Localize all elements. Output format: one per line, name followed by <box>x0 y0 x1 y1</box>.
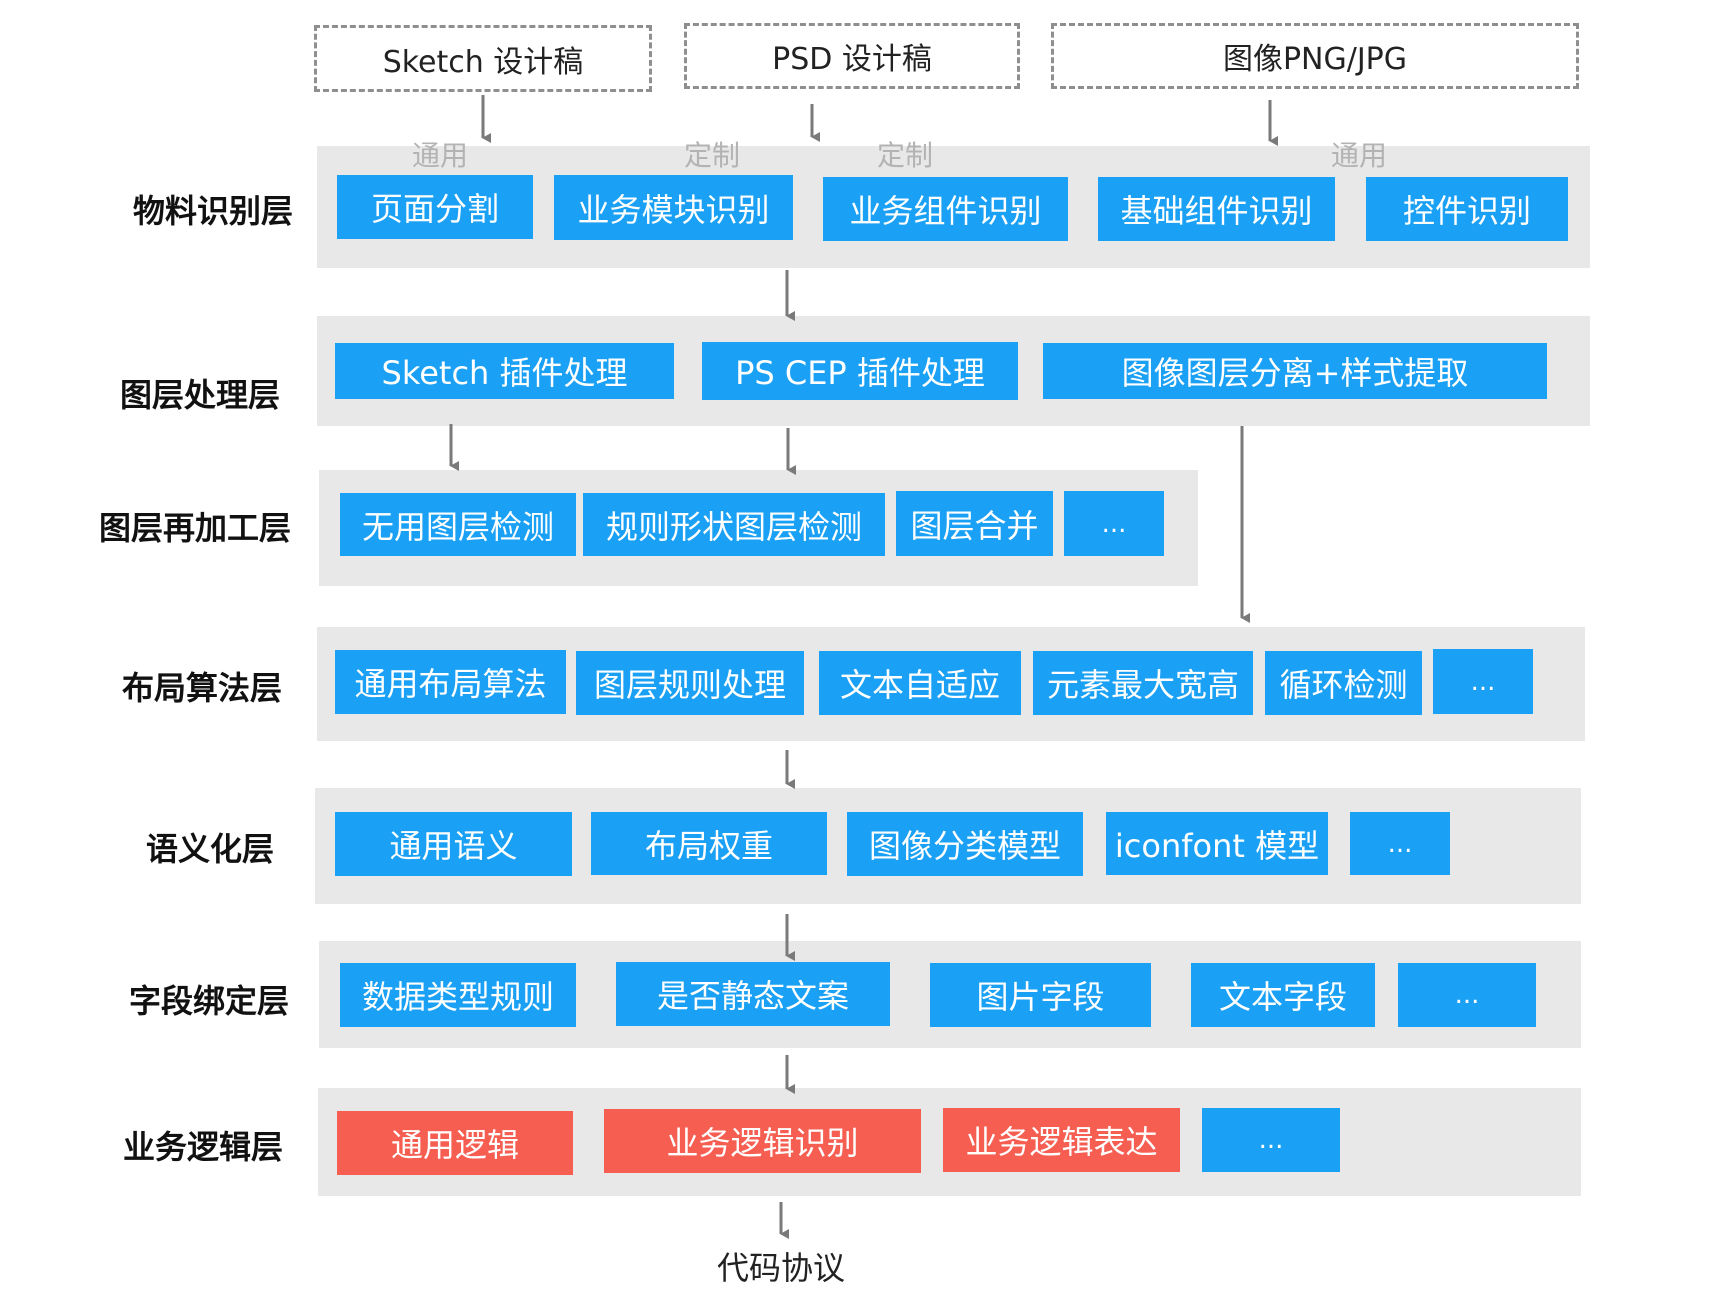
box-business-component-recognition: 业务组件识别 <box>823 177 1068 241</box>
box-more-l4: ... <box>1433 649 1533 714</box>
box-control-recognition: 控件识别 <box>1366 177 1568 241</box>
box-image-layer-separation: 图像图层分离+样式提取 <box>1043 343 1547 399</box>
source-image: 图像PNG/JPG <box>1051 23 1579 89</box>
box-more-l7: ... <box>1202 1108 1340 1172</box>
box-image-field: 图片字段 <box>930 963 1151 1027</box>
box-iconfont-model: iconfont 模型 <box>1106 812 1328 875</box>
box-regular-shape-detection: 规则形状图层检测 <box>583 493 885 556</box>
box-text-field: 文本字段 <box>1191 963 1375 1027</box>
layer-label-material: 物料识别层 <box>133 192 294 230</box>
box-more-l3: ... <box>1064 491 1164 556</box>
layer-label-field-binding: 字段绑定层 <box>129 982 290 1020</box>
source-sketch: Sketch 设计稿 <box>314 25 652 92</box>
box-general-logic: 通用逻辑 <box>337 1111 573 1175</box>
box-loop-detection: 循环检测 <box>1265 651 1422 715</box>
box-general-semantic: 通用语义 <box>335 812 572 876</box>
box-ps-cep-plugin: PS CEP 插件处理 <box>702 342 1018 400</box>
box-more-l5: ... <box>1350 812 1450 875</box>
layer-label-semantic: 语义化层 <box>146 830 275 868</box>
layer-label-layer-reprocessing: 图层再加工层 <box>99 509 292 547</box>
box-image-classification-model: 图像分类模型 <box>847 812 1083 876</box>
box-business-module-recognition: 业务模块识别 <box>554 175 793 240</box>
layer-label-layer-processing: 图层处理层 <box>120 376 281 414</box>
box-basic-component-recognition: 基础组件识别 <box>1098 177 1335 241</box>
box-layer-rule-processing: 图层规则处理 <box>576 651 804 715</box>
box-useless-layer-detection: 无用图层检测 <box>340 493 576 556</box>
layer-label-business-logic: 业务逻辑层 <box>123 1128 284 1166</box>
box-more-l6: ... <box>1398 963 1536 1027</box>
box-data-type-rules: 数据类型规则 <box>340 963 576 1027</box>
box-element-max-size: 元素最大宽高 <box>1033 651 1253 715</box>
tag-general-1: 通用 <box>412 139 469 172</box>
box-general-layout-algorithm: 通用布局算法 <box>335 650 566 714</box>
box-page-segmentation: 页面分割 <box>337 175 533 239</box>
tag-custom-2: 定制 <box>877 139 934 172</box>
source-psd: PSD 设计稿 <box>684 23 1020 89</box>
box-static-copy-check: 是否静态文案 <box>616 962 890 1026</box>
box-business-logic-recognition: 业务逻辑识别 <box>604 1109 921 1173</box>
box-business-logic-expression: 业务逻辑表达 <box>943 1108 1180 1172</box>
layer-label-layout-algorithm: 布局算法层 <box>122 669 283 707</box>
box-layout-weight: 布局权重 <box>591 812 827 875</box>
box-layer-merge: 图层合并 <box>896 491 1053 556</box>
box-text-adaptive: 文本自适应 <box>819 651 1021 715</box>
tag-custom-1: 定制 <box>684 139 741 172</box>
box-sketch-plugin: Sketch 插件处理 <box>335 343 674 399</box>
tag-general-2: 通用 <box>1331 139 1388 172</box>
